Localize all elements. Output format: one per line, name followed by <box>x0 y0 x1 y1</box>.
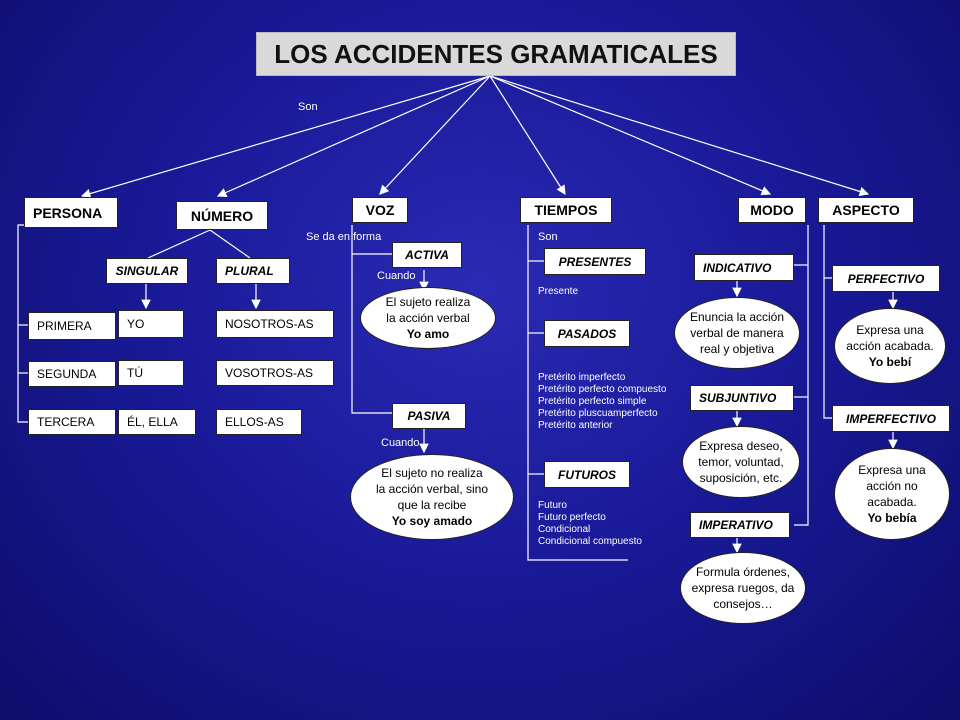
category-aspecto: ASPECTO <box>818 197 914 223</box>
pasados-list: Pretérito imperfecto Pretérito perfecto … <box>538 372 666 432</box>
perfectivo-description: Expresa una acción acabada. Yo bebí <box>834 308 946 384</box>
indicativo-description: Enuncia la acción verbal de manera real … <box>674 297 800 369</box>
category-numero: NÚMERO <box>176 201 268 230</box>
aspecto-imperfectivo: IMPERFECTIVO <box>832 405 950 432</box>
category-modo: MODO <box>738 197 806 223</box>
imperativo-line-1: Formula órdenes, <box>695 565 791 579</box>
persona-tercera: TERCERA <box>28 409 116 435</box>
indicativo-line-1: Enuncia la acción <box>689 310 785 324</box>
futuro-item: Futuro perfecto <box>538 512 606 523</box>
voz-label: Se da en forma <box>306 231 382 243</box>
pasado-item: Pretérito pluscuamperfecto <box>538 408 658 419</box>
imperativo-line-2: expresa ruegos, da <box>691 581 795 595</box>
activa-description: El sujeto realiza la acción verbal Yo am… <box>360 287 496 349</box>
indicativo-line-2: verbal de manera <box>690 326 784 340</box>
pasiva-description: El sujeto no realiza la acción verbal, s… <box>350 454 514 540</box>
subjuntivo-description: Expresa deseo, temor, voluntad, suposici… <box>682 426 800 498</box>
tiempos-presentes: PRESENTES <box>544 248 646 275</box>
activa-line-2: la acción verbal <box>386 311 470 325</box>
plural-ellos: ELLOS-AS <box>216 409 302 435</box>
voz-activa: ACTIVA <box>392 242 462 268</box>
category-tiempos: TIEMPOS <box>520 197 612 223</box>
imperfectivo-line-2: acción no <box>866 479 918 493</box>
futuro-item: Condicional <box>538 524 591 535</box>
futuro-item: Condicional compuesto <box>538 536 642 547</box>
pasado-item: Pretérito perfecto compuesto <box>538 384 667 395</box>
pasiva-line-2: la acción verbal, sino <box>375 482 489 496</box>
modo-indicativo: INDICATIVO <box>694 254 794 281</box>
perfectivo-example: Yo bebí <box>868 355 912 369</box>
singular-yo: YO <box>118 310 184 338</box>
category-voz: VOZ <box>352 197 408 223</box>
persona-segunda: SEGUNDA <box>28 361 116 387</box>
perfectivo-line-2: acción acabada. <box>846 339 934 353</box>
indicativo-line-3: real y objetiva <box>699 342 775 356</box>
category-persona: PERSONA <box>24 197 118 228</box>
singular-tu: TÚ <box>118 360 184 386</box>
modo-subjuntivo: SUBJUNTIVO <box>690 385 794 411</box>
persona-primera: PRIMERA <box>28 312 116 340</box>
pasiva-example: Yo soy amado <box>391 514 473 528</box>
singular-el-ella: ÉL, ELLA <box>118 409 196 435</box>
imperfectivo-description: Expresa una acción no acabada. Yo bebía <box>834 448 950 540</box>
page-title: LOS ACCIDENTES GRAMATICALES <box>256 32 736 76</box>
futuro-item: Futuro <box>538 500 567 511</box>
imperfectivo-example: Yo bebía <box>867 511 917 525</box>
tiempos-futuros: FUTUROS <box>544 461 630 488</box>
numero-singular: SINGULAR <box>106 258 188 284</box>
imperativo-description: Formula órdenes, expresa ruegos, da cons… <box>680 552 806 624</box>
futuros-list: Futuro Futuro perfecto Condicional Condi… <box>538 500 642 548</box>
pasiva-line-3: que la recibe <box>397 498 467 512</box>
pasiva-cuando: Cuando <box>381 437 420 449</box>
imperfectivo-line-3: acabada. <box>867 495 917 509</box>
tiempos-pasados: PASADOS <box>544 320 630 347</box>
subjuntivo-line-3: suposición, etc. <box>699 471 783 485</box>
numero-plural: PLURAL <box>216 258 290 284</box>
pasado-item: Pretérito anterior <box>538 420 613 431</box>
imperfectivo-line-1: Expresa una <box>858 463 926 477</box>
activa-example: Yo amo <box>406 327 450 341</box>
activa-cuando: Cuando <box>377 270 416 282</box>
tiempos-label: Son <box>538 231 558 243</box>
subjuntivo-line-1: Expresa deseo, <box>699 439 783 453</box>
son-label: Son <box>298 101 318 113</box>
plural-vosotros: VOSOTROS-AS <box>216 360 334 386</box>
imperativo-line-3: consejos… <box>713 597 773 611</box>
subjuntivo-line-2: temor, voluntad, <box>698 455 784 469</box>
activa-line-1: El sujeto realiza <box>385 295 471 309</box>
pasiva-line-1: El sujeto no realiza <box>381 466 483 480</box>
plural-nosotros: NOSOTROS-AS <box>216 310 334 338</box>
presente-item: Presente <box>538 286 579 297</box>
pasado-item: Pretérito perfecto simple <box>538 396 647 407</box>
modo-imperativo: IMPERATIVO <box>690 512 790 538</box>
pasado-item: Pretérito imperfecto <box>538 372 626 383</box>
voz-pasiva: PASIVA <box>392 403 466 429</box>
aspecto-perfectivo: PERFECTIVO <box>832 265 940 292</box>
perfectivo-line-1: Expresa una <box>856 323 924 337</box>
